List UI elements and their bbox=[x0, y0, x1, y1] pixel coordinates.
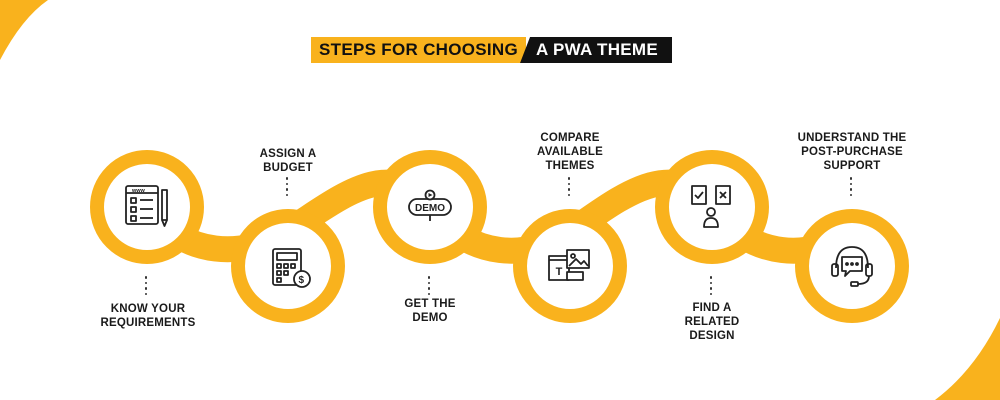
step-ring-1 bbox=[90, 150, 204, 264]
step-5-line-1: FIND A bbox=[692, 302, 732, 314]
checklist-icon: www bbox=[125, 185, 168, 227]
step-4-line-3: THEMES bbox=[545, 160, 595, 172]
step-1-line-1: KNOW YOUR bbox=[110, 303, 186, 315]
title-part-2: A PWA THEME bbox=[520, 37, 673, 63]
step-2-line-2: BUDGET bbox=[263, 162, 313, 174]
dotted-connector-5 bbox=[709, 276, 713, 298]
step-6-line-3: SUPPORT bbox=[823, 160, 881, 172]
demo-icon: DEMO bbox=[408, 189, 452, 221]
step-3-line-2: DEMO bbox=[412, 312, 448, 324]
step-4-line-2: AVAILABLE bbox=[537, 146, 603, 158]
step-5-line-2: RELATED bbox=[684, 316, 740, 328]
step-label-5: FIND A RELATED DESIGN bbox=[662, 301, 762, 343]
step-label-2: ASSIGN A BUDGET bbox=[238, 147, 338, 175]
title-banner: STEPS FOR CHOOSING A PWA THEME bbox=[311, 37, 673, 63]
step-ring-6 bbox=[795, 209, 909, 323]
dotted-connector-6 bbox=[849, 177, 853, 199]
dotted-connector-4 bbox=[567, 177, 571, 199]
step-label-4: COMPARE AVAILABLE THEMES bbox=[515, 131, 625, 173]
headset-support-icon bbox=[831, 246, 873, 287]
corner-decoration-top-left bbox=[0, 0, 48, 60]
step-6-line-2: POST-PURCHASE bbox=[801, 146, 903, 158]
calculator-icon: $ bbox=[272, 248, 311, 288]
step-label-1: KNOW YOUR REQUIREMENTS bbox=[86, 302, 210, 330]
step-ring-3 bbox=[373, 150, 487, 264]
dotted-connector-1 bbox=[144, 276, 148, 298]
design-documents-icon bbox=[691, 185, 731, 228]
step-label-3: GET THE DEMO bbox=[380, 297, 480, 325]
svg-text:$: $ bbox=[299, 275, 305, 286]
step-1-line-2: REQUIREMENTS bbox=[100, 317, 196, 329]
step-ring-5 bbox=[655, 150, 769, 264]
dotted-connector-2 bbox=[285, 177, 289, 199]
step-4-line-1: COMPARE bbox=[540, 132, 600, 144]
demo-icon-text: DEMO bbox=[415, 203, 445, 214]
step-2-line-1: ASSIGN A bbox=[259, 148, 317, 160]
step-3-line-1: GET THE bbox=[404, 298, 456, 310]
corner-decoration-bottom-right bbox=[935, 318, 1000, 400]
step-label-6: UNDERSTAND THE POST-PURCHASE SUPPORT bbox=[782, 131, 922, 173]
theme-icon-text: T bbox=[556, 266, 563, 278]
theme-compare-icon: T bbox=[548, 249, 590, 281]
svg-text:www: www bbox=[131, 188, 146, 194]
step-6-line-1: UNDERSTAND THE bbox=[797, 132, 907, 144]
step-5-line-3: DESIGN bbox=[689, 330, 735, 342]
dotted-connector-3 bbox=[427, 276, 431, 298]
title-part-1: STEPS FOR CHOOSING bbox=[311, 37, 527, 63]
